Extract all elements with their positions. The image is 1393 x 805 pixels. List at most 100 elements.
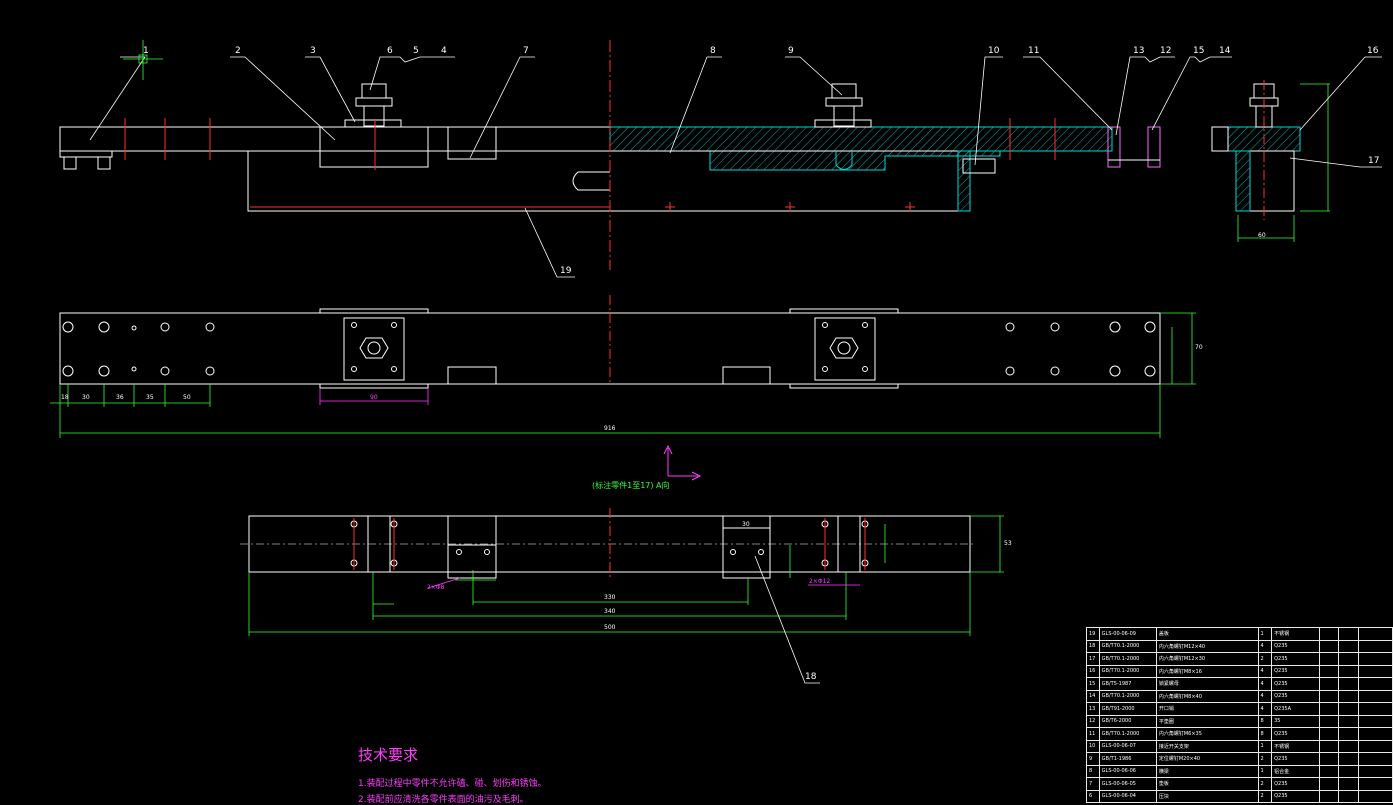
bom-cell xyxy=(1319,727,1340,741)
dim-60: 60 xyxy=(1258,232,1266,239)
bom-cell: 4 xyxy=(1257,639,1273,653)
bom-cell: GB/T70.1-2000 xyxy=(1098,639,1157,653)
balloon-7: 7 xyxy=(523,46,529,56)
bom-cell xyxy=(1357,777,1393,791)
balloon-11: 11 xyxy=(1028,46,1040,56)
bom-cell: GB/T70.1-2000 xyxy=(1098,727,1157,741)
balloon-17: 17 xyxy=(1368,156,1380,166)
bom-cell: GB/T70.1-2000 xyxy=(1098,689,1157,703)
bom-cell xyxy=(1338,652,1359,666)
bom-cell xyxy=(1338,702,1359,716)
bolt-left xyxy=(344,83,402,128)
dim-340: 340 xyxy=(604,608,616,615)
bom-cell: 盖板 xyxy=(1155,627,1259,641)
bom-cell: Q235 xyxy=(1271,664,1321,678)
bom-cell xyxy=(1319,789,1340,803)
bom-cell: Q235 xyxy=(1271,789,1321,803)
balloon-15: 15 xyxy=(1193,46,1205,56)
bom-cell: 8 xyxy=(1257,727,1273,741)
top-view xyxy=(50,295,1196,438)
tech-requirements-title: 技术要求 xyxy=(358,746,419,764)
balloon-8: 8 xyxy=(710,46,716,56)
bom-cell: 4 xyxy=(1257,664,1273,678)
bom-cell xyxy=(1357,627,1393,641)
bom-cell xyxy=(1319,689,1340,703)
bom-cell: 9 xyxy=(1086,752,1100,766)
bom-cell: GB/T1-1986 xyxy=(1098,752,1157,766)
bom-cell: 内六角螺钉M12×40 xyxy=(1155,639,1259,653)
bom-cell: GLS-00-06-09 xyxy=(1098,627,1157,641)
balloon-16: 16 xyxy=(1367,46,1379,56)
bom-cell: GLS-00-06-05 xyxy=(1098,777,1157,791)
tech-note-1: 1.装配过程中零件不允许磕、碰、划伤和锈蚀。 xyxy=(358,779,547,789)
bom-cell xyxy=(1338,727,1359,741)
bom-cell: Q235 xyxy=(1271,689,1321,703)
balloon-14: 14 xyxy=(1219,46,1231,56)
bom-cell: Q235A xyxy=(1271,702,1321,716)
bom-cell: 2 xyxy=(1257,652,1273,666)
bom-cell: 18 xyxy=(1086,639,1100,653)
balloon-18: 18 xyxy=(805,672,817,682)
bom-cell xyxy=(1338,639,1359,653)
bom-cell: 8 xyxy=(1086,764,1100,778)
balloon-12: 12 xyxy=(1160,46,1172,56)
bom-cell: GLS-00-06-04 xyxy=(1098,789,1157,803)
bom-cell: 不锈钢 xyxy=(1271,627,1321,641)
bom-cell: GB/T6-2000 xyxy=(1098,714,1157,728)
dim-330: 330 xyxy=(604,594,616,601)
bom-cell xyxy=(1319,677,1340,691)
bom-cell: 不锈钢 xyxy=(1271,739,1321,753)
dim-53: 53 xyxy=(1004,540,1012,547)
bom-cell xyxy=(1319,664,1340,678)
balloon-13: 13 xyxy=(1133,46,1145,56)
bom-cell: 开口销 xyxy=(1155,702,1259,716)
bom-cell: 8 xyxy=(1257,714,1273,728)
bom-cell: Q235 xyxy=(1271,752,1321,766)
bom-cell: 接近开关支架 xyxy=(1155,739,1259,753)
bolt-right xyxy=(814,83,872,170)
balloon-2: 2 xyxy=(235,46,241,56)
bom-cell xyxy=(1357,689,1393,703)
slot xyxy=(572,171,610,191)
bom-cell: 平垫圈 xyxy=(1155,714,1259,728)
bom-cell: 内六角螺钉M8×40 xyxy=(1155,689,1259,703)
hole-callout-b: 2×Φ12 xyxy=(809,578,831,585)
dim-50: 50 xyxy=(183,394,191,401)
bom-cell xyxy=(1357,727,1393,741)
bom-cell: 11 xyxy=(1086,727,1100,741)
bom-cell: 横梁 xyxy=(1155,764,1259,778)
bom-cell: 2 xyxy=(1257,752,1273,766)
bom-cell: Q235 xyxy=(1271,727,1321,741)
bom-cell xyxy=(1357,652,1393,666)
bom-cell: 内六角螺钉M6×35 xyxy=(1155,727,1259,741)
view-direction-arrow xyxy=(663,444,702,481)
bom-cell xyxy=(1357,752,1393,766)
hole-callout-a: 2×Φ8 xyxy=(427,584,445,591)
bom-cell xyxy=(1357,677,1393,691)
leader-lines xyxy=(89,56,1382,684)
bom-cell xyxy=(1357,764,1393,778)
side-view xyxy=(1211,80,1330,242)
bom-cell xyxy=(1319,752,1340,766)
bom-cell: Q235 xyxy=(1271,652,1321,666)
bom-cell xyxy=(1338,777,1359,791)
clamp-block-left xyxy=(319,126,429,168)
bom-cell xyxy=(1319,639,1340,653)
balloon-10: 10 xyxy=(988,46,1000,56)
bom-cell: 内六角螺钉M8×16 xyxy=(1155,664,1259,678)
bom-cell: 17 xyxy=(1086,652,1100,666)
bom-cell: GB/T91-2000 xyxy=(1098,702,1157,716)
bom-cell: GB/T5-1987 xyxy=(1098,677,1157,691)
bom-cell xyxy=(1338,714,1359,728)
balloon-9: 9 xyxy=(788,46,794,56)
